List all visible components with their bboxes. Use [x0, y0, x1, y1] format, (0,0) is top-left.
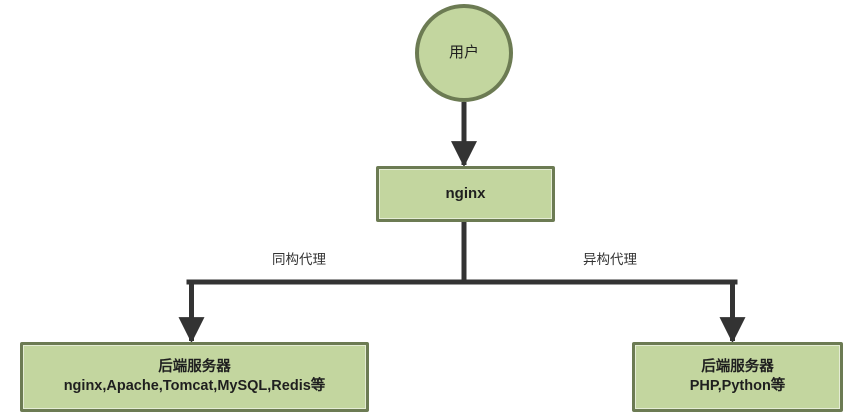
- edge-label-homogeneous-proxy: 同构代理: [272, 252, 326, 267]
- node-nginx-label: nginx: [445, 185, 486, 203]
- node-backend-right-line-2: PHP,Python等: [689, 378, 786, 394]
- node-nginx[interactable]: nginx: [376, 166, 555, 222]
- edge-label-heterogeneous-proxy: 异构代理: [583, 252, 637, 267]
- node-backend-left-line-1: 后端服务器: [158, 358, 231, 375]
- node-backend-right-line-1: 后端服务器: [701, 358, 774, 375]
- edge-nginx-split: [186, 222, 738, 285]
- node-backend-right-text: 后端服务器 PHP,Python等: [686, 358, 790, 396]
- node-backend-left-line-2: nginx,Apache,Tomcat,MySQL,Redis等: [63, 378, 326, 394]
- node-backend-left[interactable]: 后端服务器 nginx,Apache,Tomcat,MySQL,Redis等: [20, 342, 369, 412]
- node-backend-left-text: 后端服务器 nginx,Apache,Tomcat,MySQL,Redis等: [60, 358, 330, 396]
- node-user-label: 用户: [448, 44, 479, 62]
- node-user[interactable]: 用户: [415, 4, 513, 102]
- node-backend-right[interactable]: 后端服务器 PHP,Python等: [632, 342, 843, 412]
